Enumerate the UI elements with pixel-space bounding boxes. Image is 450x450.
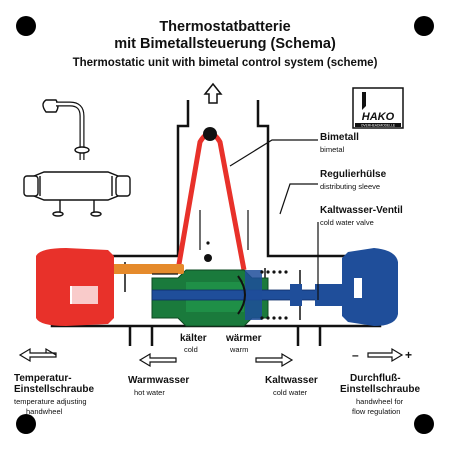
label-temperatur-en2: handwheel [26,407,63,416]
faucet-illustration [23,99,131,217]
temperature-handwheel [36,248,114,326]
label-warmwasser-en: hot water [134,388,165,397]
adjust-arrows [18,347,404,363]
label-kaltwasser-ventil-de: Kaltwasser-Ventil [320,205,403,216]
label-durchfluss-de2: Einstellschraube [340,384,420,395]
title-line1: Thermostatbatterie [159,19,290,35]
body-dot-small [206,241,210,245]
orange-rod [100,264,184,274]
label-durchfluss-de1: Durchfluß- [350,373,401,384]
hako-logo: HAKO OVERHEADMODELLE [352,87,404,129]
label-kaltwasser-ventil-en: cold water valve [320,218,374,227]
title-line2: mit Bimetallsteuerung (Schema) [114,36,336,52]
label-waermer-en: warm [229,345,248,354]
label-waermer-de: wärmer [225,333,262,344]
inlet-pipes [128,326,322,346]
corner-hole-top-right [414,16,434,36]
outlet-arrow [203,82,223,104]
bimetal-pivot [203,127,217,141]
label-kaltwasser-de: Kaltwasser [265,375,318,386]
label-warmwasser-de: Warmwasser [128,375,189,386]
logo-caption: OVERHEADMODELLE [361,123,396,127]
label-bimetall-de: Bimetall [320,132,359,143]
corner-hole-bottom-right [414,414,434,434]
label-kaltwasser-en: cold water [273,388,308,397]
label-durchfluss-en2: flow regulation [352,407,400,416]
flow-minus-sign: – [352,348,359,362]
label-temperatur-de1: Temperatur- [14,373,72,384]
label-regulierhuelse-en: distributing sleeve [320,182,380,191]
label-kaelter-de: kälter [180,333,207,344]
corner-hole-bottom-left [16,414,36,434]
body-dot-middle [204,254,212,262]
spring-coil [260,270,288,320]
corner-hole-top-left [16,16,36,36]
label-temperatur-de2: Einstellschraube [14,384,94,395]
flow-plus-sign: + [405,348,412,362]
leader-lines [229,139,319,300]
title-english: Thermostatic unit with bimetal control s… [73,57,378,69]
label-regulierhuelse-de: Regulierhülse [320,169,387,180]
direction-arrows [138,352,294,368]
label-temperatur-en1: temperature adjusting [14,397,87,406]
label-durchfluss-en1: handwheel for [356,397,404,406]
label-kaelter-en: cold [184,345,198,354]
label-bimetall-en: bimetal [320,145,345,154]
logo-brand: HAKO [362,111,395,123]
flow-handwheel [342,248,398,326]
